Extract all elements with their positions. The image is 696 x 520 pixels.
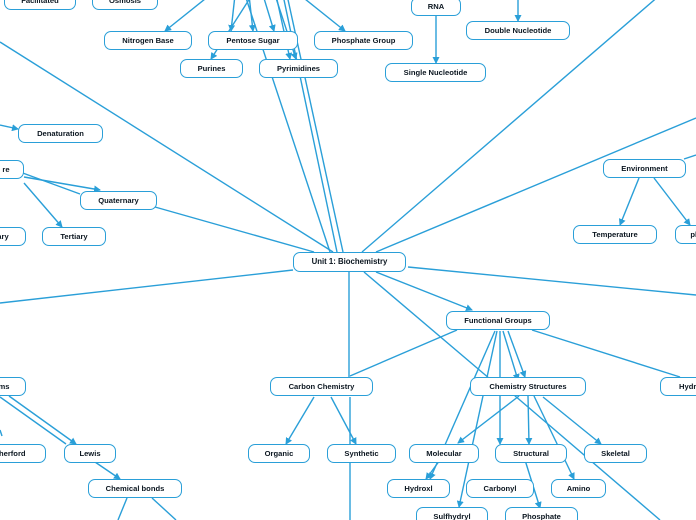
node-amino[interactable]: Amino [551,479,606,498]
connector-line [683,154,696,160]
connector-line [457,395,520,444]
connector-line [0,41,334,253]
connector-line [228,0,236,32]
connector-line [375,271,473,312]
node-quaternary[interactable]: Quaternary [80,191,157,210]
connector-line [23,176,101,193]
connector-line [533,395,575,480]
node-chemistry-structures[interactable]: Chemistry Structures [470,377,586,396]
node-carbon-chemistry[interactable]: Carbon Chemistry [270,377,373,396]
node-temperature[interactable]: Temperature [573,225,657,244]
connector-line [154,206,315,253]
connector-line [502,330,520,381]
connector-line [525,395,533,445]
node-facilitated[interactable]: Facilitated [4,0,76,10]
node-single-nucleotide[interactable]: Single Nucleotide [385,63,486,82]
connector-line [164,0,205,32]
node-sulfhydryl[interactable]: Sulfhydryl [416,507,488,520]
node-organic[interactable]: Organic [248,444,310,463]
connector-line [407,266,696,296]
connector-line [363,271,491,380]
connector-line [276,0,293,60]
connector-line [263,0,276,32]
connector-line [531,329,681,378]
connector-line [0,396,67,445]
connector-line [94,461,121,480]
connector-line [425,459,441,480]
connector-line [542,396,602,445]
connector-line [0,269,294,304]
node-phosphate[interactable]: Phosphate [505,507,578,520]
node-skeletal[interactable]: Skeletal [584,444,647,463]
connector-line [456,330,498,508]
connector-line [151,497,177,520]
node-synthetic[interactable]: Synthetic [327,444,396,463]
connector-line [0,124,19,132]
node-chemical-bonds[interactable]: Chemical bonds [88,479,182,498]
node-re-partial[interactable]: re [0,160,24,179]
node-ph-partial[interactable]: ph [675,225,696,244]
node-functional-groups[interactable]: Functional Groups [446,311,550,330]
node-carbonyl[interactable]: Carbonyl [466,479,534,498]
connector-line [619,177,640,226]
connector-line [248,0,256,32]
node-pentose-sugar[interactable]: Pentose Sugar [208,31,298,50]
node-purines[interactable]: Purines [180,59,243,78]
node-rna[interactable]: RNA [411,0,461,16]
connector-line [349,329,458,377]
node-hydro-partial[interactable]: Hydro [660,377,696,396]
node-osmosis[interactable]: Osmosis [92,0,158,10]
node-environment[interactable]: Environment [603,159,686,178]
node-rutherford-partial[interactable]: therford [0,444,46,463]
node-lewis[interactable]: Lewis [64,444,116,463]
node-nitrogen-base[interactable]: Nitrogen Base [104,31,192,50]
node-phosphate-group[interactable]: Phosphate Group [314,31,413,50]
connector-line [23,182,63,228]
node-hydroxl[interactable]: Hydroxl [387,479,450,498]
connector-line [305,0,346,32]
connector-line [117,497,128,520]
node-structural[interactable]: Structural [495,444,567,463]
connector-line [653,177,691,226]
node-ary-partial[interactable]: ary [0,227,26,246]
connector-line [19,171,81,195]
node-molecular[interactable]: Molecular [409,444,479,463]
node-tertiary[interactable]: Tertiary [42,227,106,246]
connector-line [285,396,315,445]
node-double-nucleotide[interactable]: Double Nucleotide [466,21,570,40]
node-denaturation[interactable]: Denaturation [18,124,103,143]
node-root-unit-1-biochemistry[interactable]: Unit 1: Biochemistry [293,252,406,272]
connector-line [361,0,656,253]
connector-line [330,396,357,445]
connector-line [8,395,77,445]
node-ms-partial[interactable]: ms [0,377,26,396]
connector-line [375,117,696,253]
connector-line [507,330,527,378]
connector-line [0,429,3,437]
node-pyrimidines[interactable]: Pyrimidines [259,59,338,78]
